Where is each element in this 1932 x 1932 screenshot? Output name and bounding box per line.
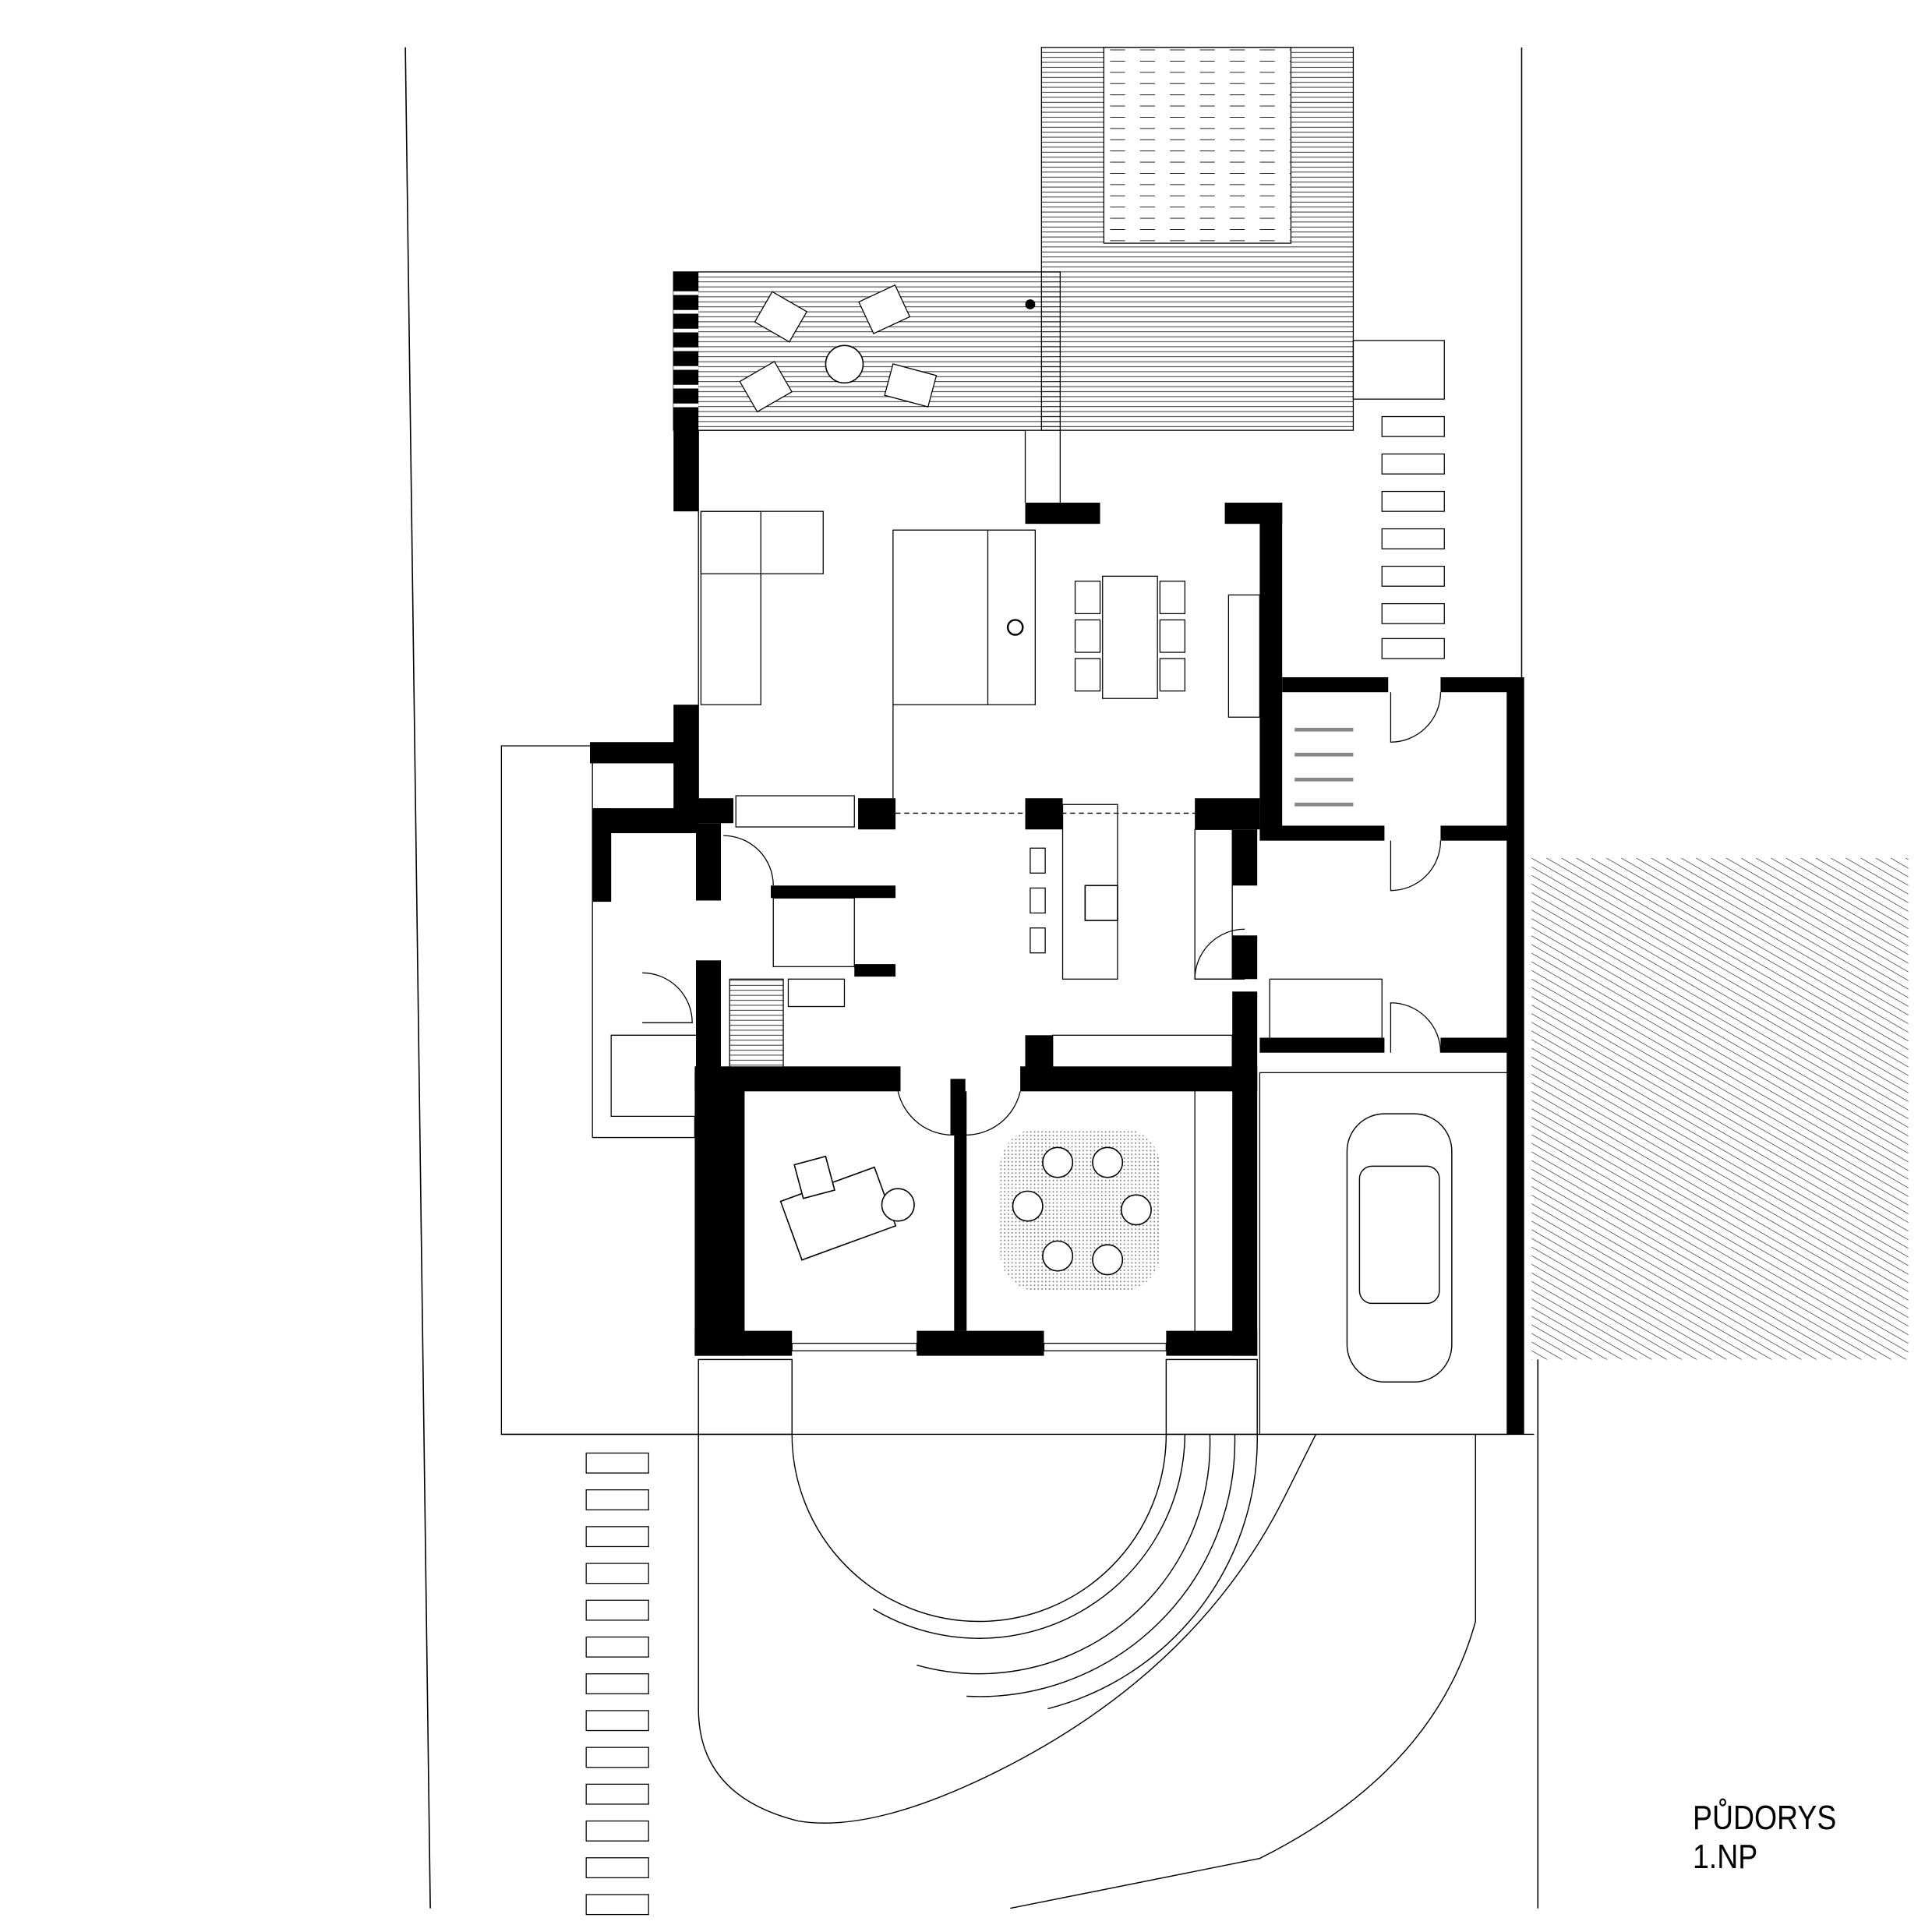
stepping-slab — [585, 1894, 649, 1916]
stepping-slab — [585, 1673, 649, 1694]
stepping-slab — [585, 1563, 649, 1584]
entrance-steps — [698, 1358, 1258, 1710]
interior-lines — [698, 429, 1510, 1436]
stepping-slab — [585, 1783, 649, 1805]
driveway — [501, 1433, 1535, 1909]
neighbour-building — [1531, 858, 1909, 1360]
drawing-title: PŮDORYS 1.NP — [1693, 1799, 1837, 1876]
stepping-slab — [585, 1636, 649, 1658]
door-swings — [642, 692, 1442, 1136]
terrace-chairs — [739, 284, 938, 413]
stepping-slabs-left — [585, 1452, 649, 1916]
walls — [589, 430, 1524, 1435]
dining-chairs — [1030, 581, 1186, 954]
car — [1346, 1113, 1453, 1383]
stepping-slab — [585, 1857, 649, 1879]
stepping-slab — [585, 1820, 649, 1842]
bicycles — [1294, 727, 1354, 807]
stepping-slab — [585, 1747, 649, 1768]
shed — [1352, 340, 1445, 400]
stepping-slab — [585, 1599, 649, 1621]
stools — [1012, 1146, 1152, 1276]
stepping-slabs-right — [1381, 415, 1445, 659]
terrace — [673, 271, 1061, 431]
stepping-slab — [585, 1452, 649, 1474]
stepping-slab — [585, 1489, 649, 1510]
stepping-slab — [585, 1710, 649, 1732]
office-desk — [779, 1166, 897, 1261]
plot-boundary — [404, 47, 1539, 1909]
stepping-slab — [585, 1526, 649, 1548]
terrace-table — [825, 344, 864, 384]
cooktop — [1084, 885, 1118, 921]
